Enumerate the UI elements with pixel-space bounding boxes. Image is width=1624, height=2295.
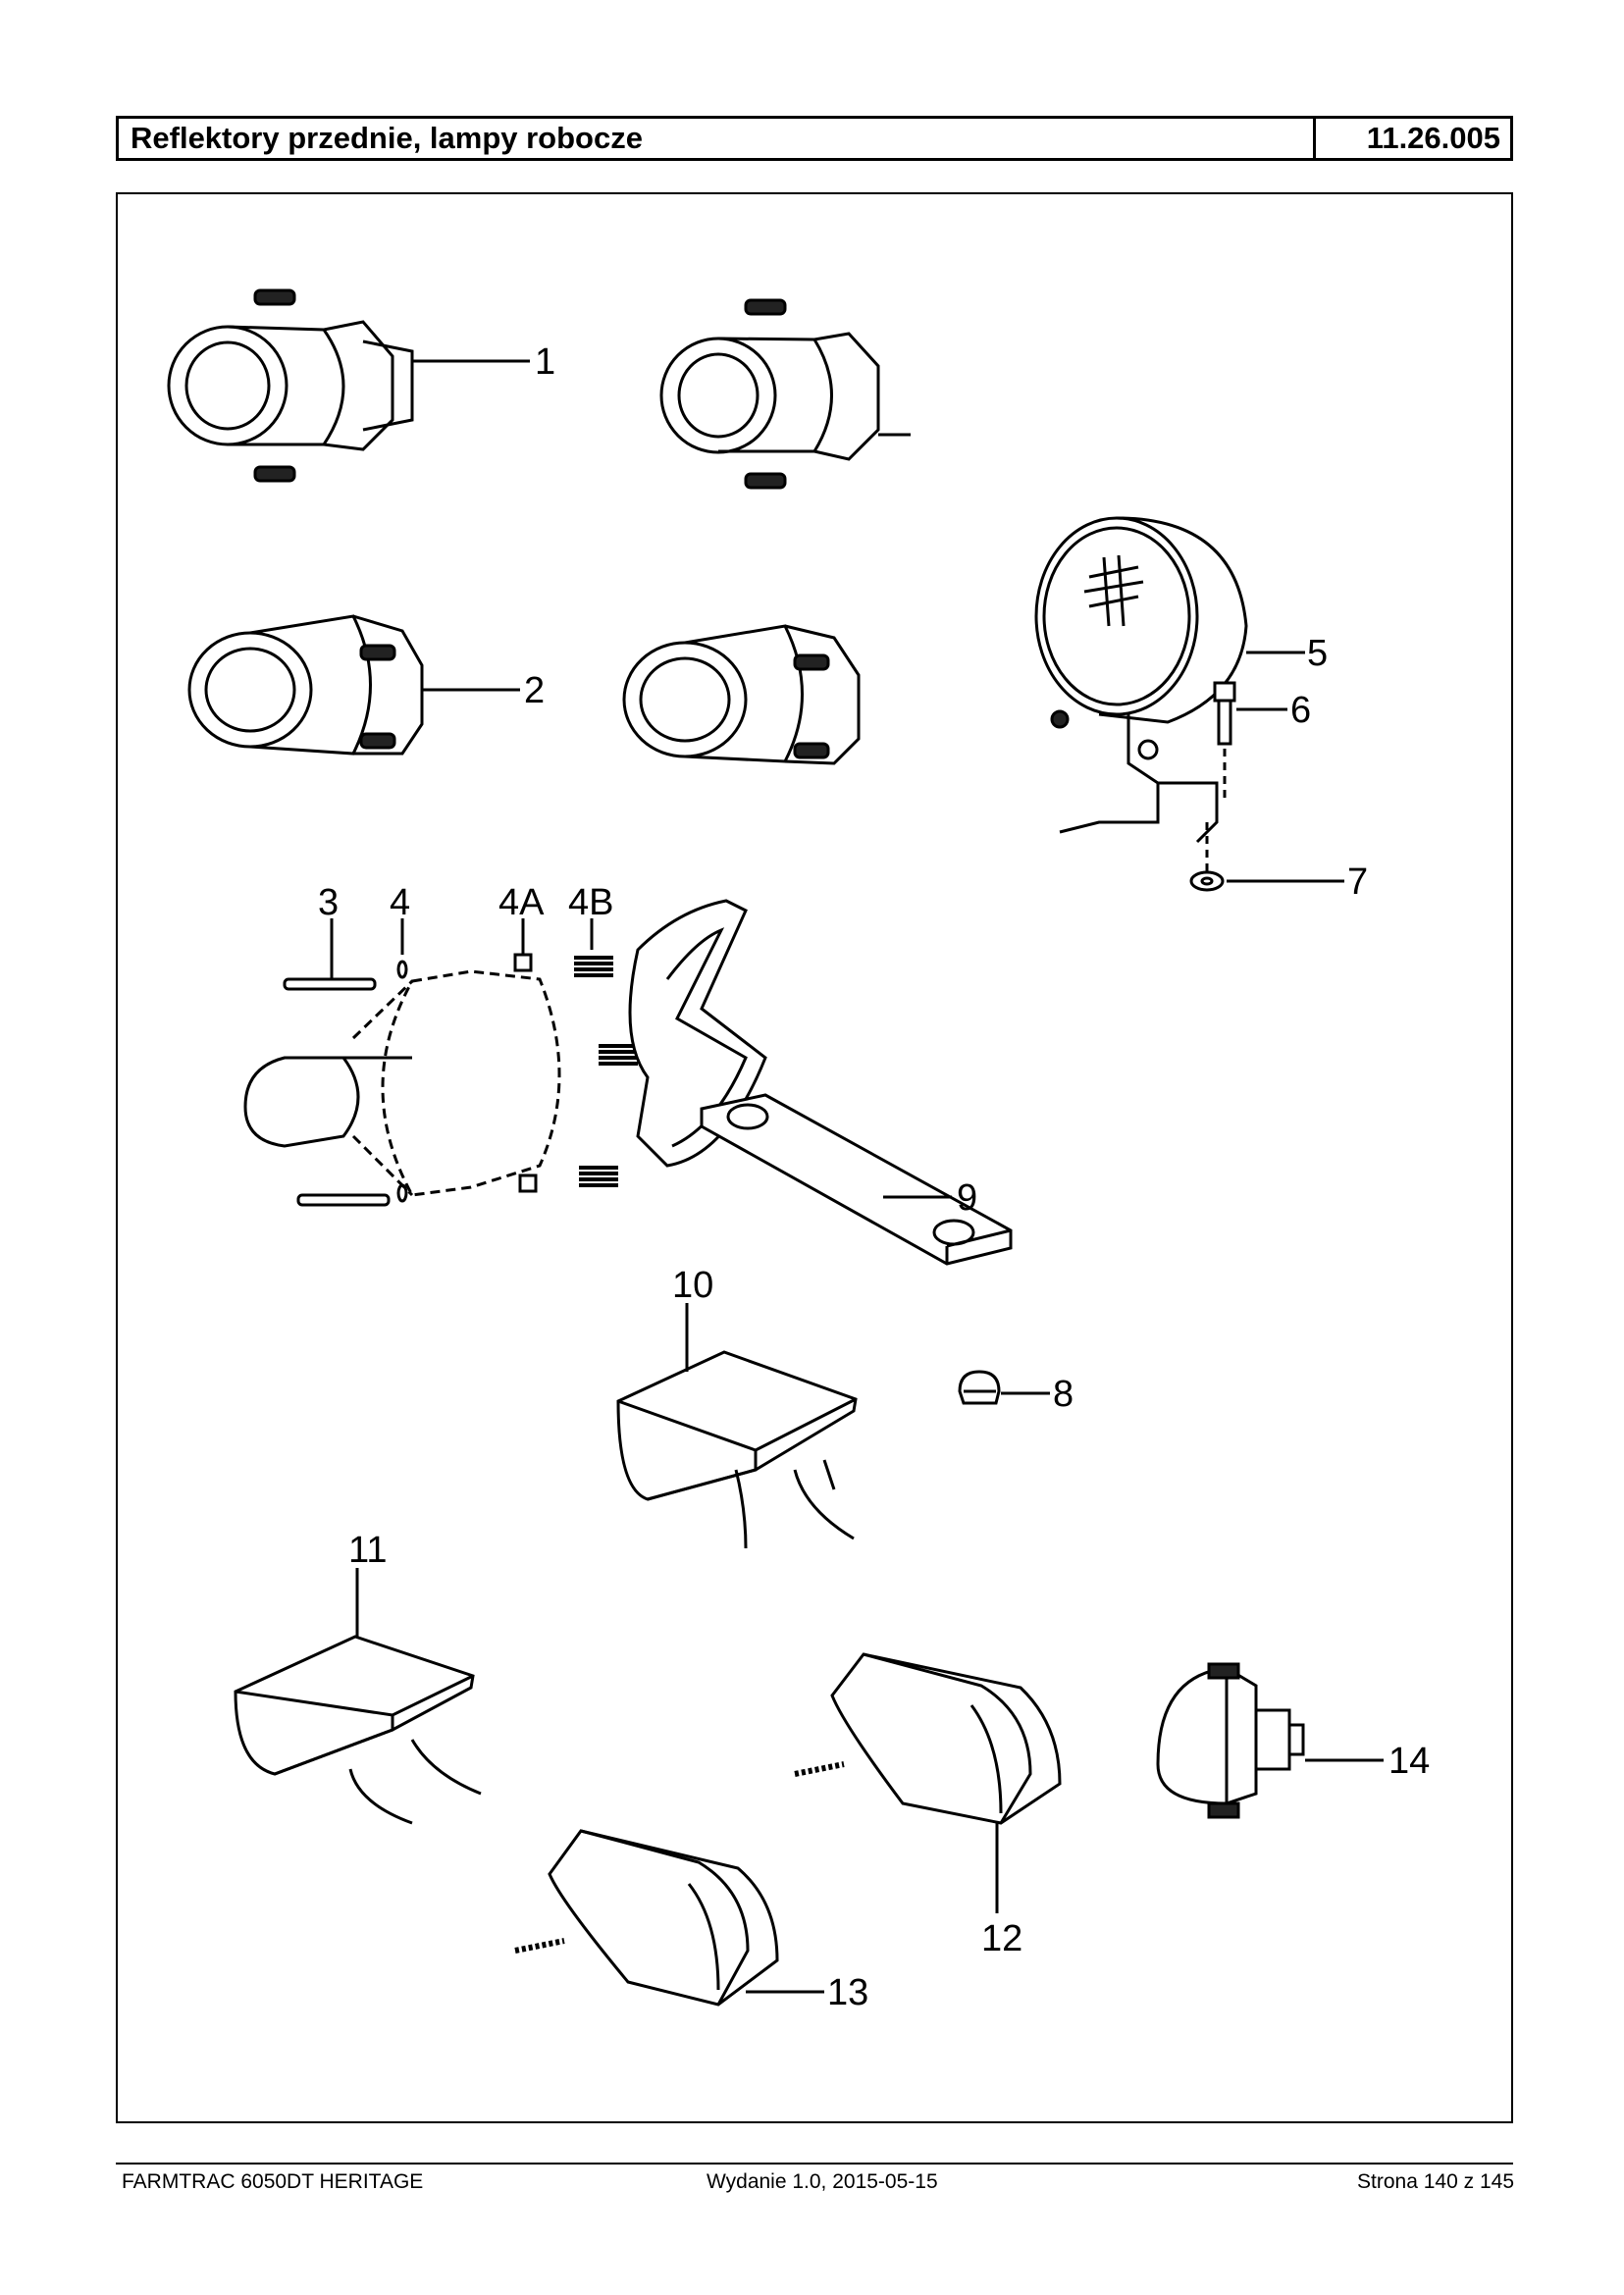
section-title: Reflektory przednie, lampy robocze bbox=[119, 119, 1316, 158]
lamp-14 bbox=[1156, 1662, 1305, 1819]
drawing-frame bbox=[116, 192, 1513, 2123]
callout-10: 10 bbox=[672, 1265, 713, 1306]
callout-13: 13 bbox=[827, 1972, 868, 2013]
callout-9: 9 bbox=[957, 1177, 977, 1219]
callout-6: 6 bbox=[1290, 690, 1311, 731]
headlamp-1-right bbox=[659, 298, 911, 490]
callout-2: 2 bbox=[524, 670, 545, 711]
callout-5: 5 bbox=[1307, 633, 1328, 674]
bracket-9 bbox=[700, 1093, 1013, 1266]
callout-1: 1 bbox=[535, 341, 555, 383]
headlamp-2-left bbox=[187, 614, 424, 756]
callout-11: 11 bbox=[348, 1530, 387, 1571]
work-lamp-5 bbox=[1034, 516, 1248, 844]
callout-4: 4 bbox=[390, 882, 410, 923]
callout-8: 8 bbox=[1053, 1374, 1074, 1415]
headlamp-1-left bbox=[167, 288, 414, 483]
headlamp-2-right bbox=[622, 624, 861, 765]
callout-3: 3 bbox=[318, 882, 339, 923]
footer-model: FARMTRAC 6050DT HERITAGE bbox=[122, 2170, 424, 2193]
callout-14: 14 bbox=[1388, 1741, 1430, 1782]
lamp-10 bbox=[616, 1350, 858, 1549]
footer-page-number: Strona 140 z 145 bbox=[1357, 2170, 1514, 2193]
headlamp-exploded-assembly bbox=[243, 899, 767, 1207]
callout-12: 12 bbox=[981, 1918, 1022, 1959]
callout-4b: 4B bbox=[568, 882, 613, 923]
section-code: 11.26.005 bbox=[1366, 121, 1500, 155]
footer-edition: Wydanie 1.0, 2015-05-15 bbox=[707, 2170, 938, 2193]
callout-7: 7 bbox=[1347, 861, 1368, 903]
lamp-13 bbox=[514, 1829, 779, 2007]
footer-rule bbox=[116, 2163, 1513, 2165]
washer-7-hole bbox=[1200, 876, 1214, 886]
callout-4a: 4A bbox=[498, 882, 545, 923]
nut-8 bbox=[958, 1370, 1001, 1405]
bolt-6 bbox=[1205, 681, 1236, 871]
lamp-11 bbox=[234, 1635, 482, 1825]
page-header: Reflektory przednie, lampy robocze 11.26… bbox=[116, 116, 1513, 161]
exploded-parts-drawing: 1 2 3 4 4A 4B 5 6 7 8 9 10 11 12 13 14 bbox=[167, 288, 1430, 2013]
washer-7 bbox=[1189, 870, 1225, 892]
lamp-12 bbox=[794, 1652, 1062, 1825]
